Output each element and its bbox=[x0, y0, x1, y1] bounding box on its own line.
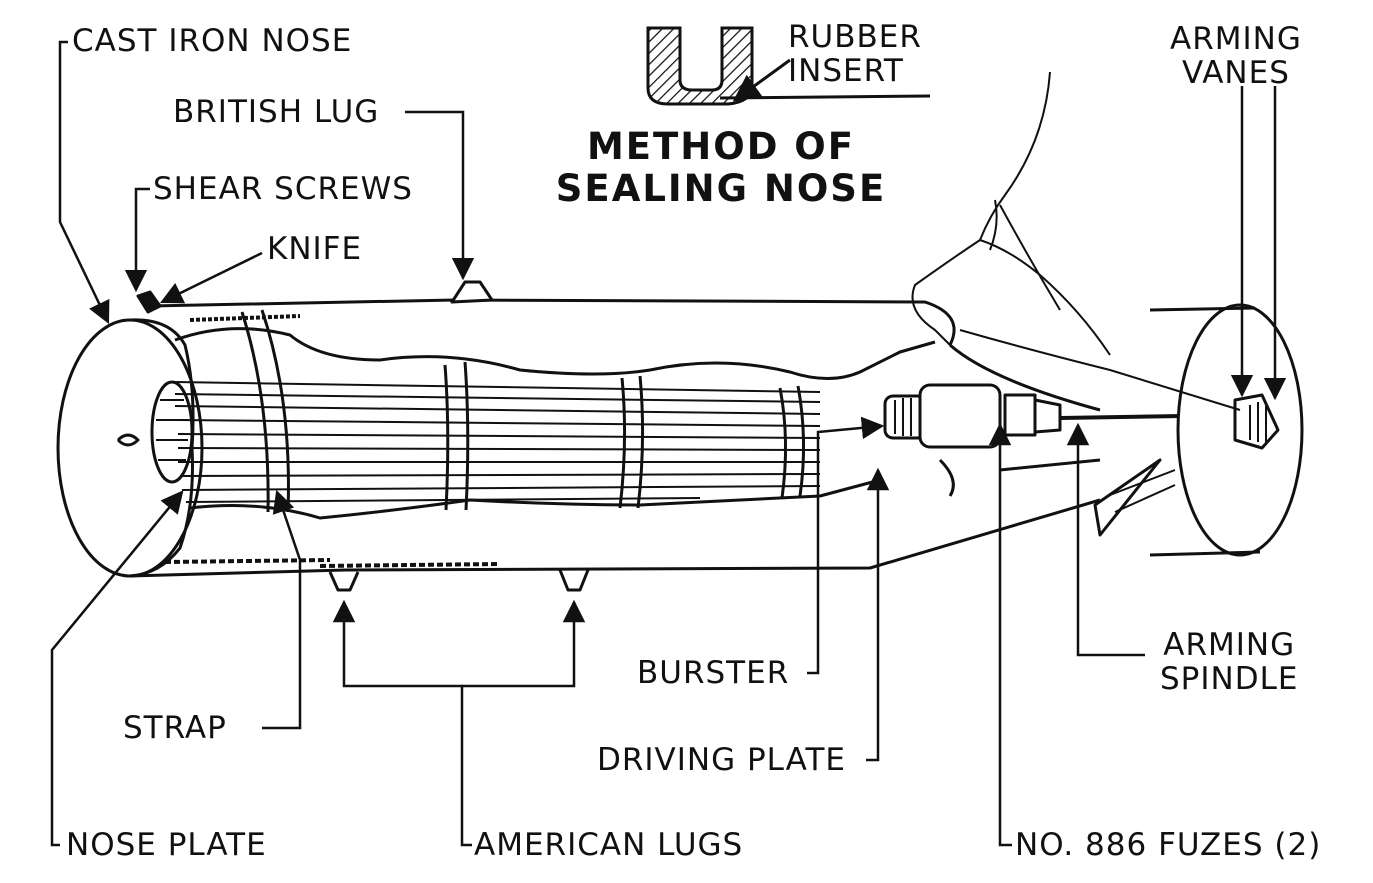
tail-section bbox=[949, 303, 1304, 557]
sealing-nose-inset bbox=[646, 26, 931, 106]
british-lug-shape bbox=[450, 280, 494, 304]
american-lug-1 bbox=[328, 571, 360, 592]
leader-knife bbox=[159, 251, 263, 304]
arming-vane-shape bbox=[1233, 393, 1280, 450]
strap-3 bbox=[618, 375, 645, 509]
american-lug-2 bbox=[558, 569, 590, 592]
cutaway-edge bbox=[174, 327, 936, 380]
leader-american-lugs-2 bbox=[462, 599, 586, 688]
leader-shear-screws bbox=[124, 187, 150, 293]
nose-seal-section bbox=[646, 26, 754, 106]
leader-burster bbox=[807, 416, 885, 675]
lanyard-lines bbox=[911, 71, 1241, 411]
leader-british-lug bbox=[405, 110, 475, 281]
casing-top-edge bbox=[149, 298, 956, 346]
driving-plate-label: DRIVING PLATE bbox=[597, 742, 846, 778]
bomb-body bbox=[56, 71, 1304, 592]
leader-fuzes bbox=[988, 422, 1012, 847]
shear-screws-label: SHEAR SCREWS bbox=[153, 171, 413, 207]
strap-label: STRAP bbox=[123, 710, 227, 746]
arming-vanes-label: ARMING VANES bbox=[1170, 21, 1302, 91]
rubber-insert-leader bbox=[732, 58, 791, 102]
strap-2 bbox=[443, 361, 470, 511]
straps bbox=[240, 309, 806, 513]
burster-label: BURSTER bbox=[637, 655, 790, 691]
casing-bottom-edge bbox=[129, 498, 1101, 578]
leader-driving-plate bbox=[866, 467, 890, 762]
burster-fuze-assembly bbox=[883, 383, 1246, 497]
rubber-insert-strip bbox=[719, 94, 931, 100]
casing-bottom-hatch bbox=[164, 558, 501, 568]
american-lugs-label: AMERICAN LUGS bbox=[474, 827, 744, 863]
leader-arming-spindle bbox=[1066, 422, 1145, 657]
strap-1 bbox=[240, 309, 290, 513]
inset-title: METHOD OF SEALING NOSE bbox=[555, 125, 887, 210]
rubber-insert-label: RUBBER INSERT bbox=[788, 19, 922, 89]
leader-lines bbox=[50, 40, 1287, 847]
leader-strap bbox=[262, 489, 302, 730]
leader-cast-iron-nose bbox=[58, 40, 110, 325]
leader-american-lugs bbox=[332, 599, 472, 847]
nose-plate-label: NOSE PLATE bbox=[66, 827, 267, 863]
incendiary-bundle bbox=[150, 314, 821, 503]
british-lug-label: BRITISH LUG bbox=[173, 94, 380, 130]
fuzes-label: NO. 886 FUZES (2) bbox=[1015, 827, 1322, 863]
shear-screw-shape bbox=[136, 290, 162, 314]
knife-label: KNIFE bbox=[267, 231, 363, 267]
tail-cone bbox=[949, 343, 1101, 472]
strap-4 bbox=[778, 385, 806, 499]
cast-iron-nose-label: CAST IRON NOSE bbox=[72, 23, 353, 59]
leader-nose-plate bbox=[50, 490, 184, 847]
arming-spindle-label: ARMING SPINDLE bbox=[1160, 627, 1299, 697]
